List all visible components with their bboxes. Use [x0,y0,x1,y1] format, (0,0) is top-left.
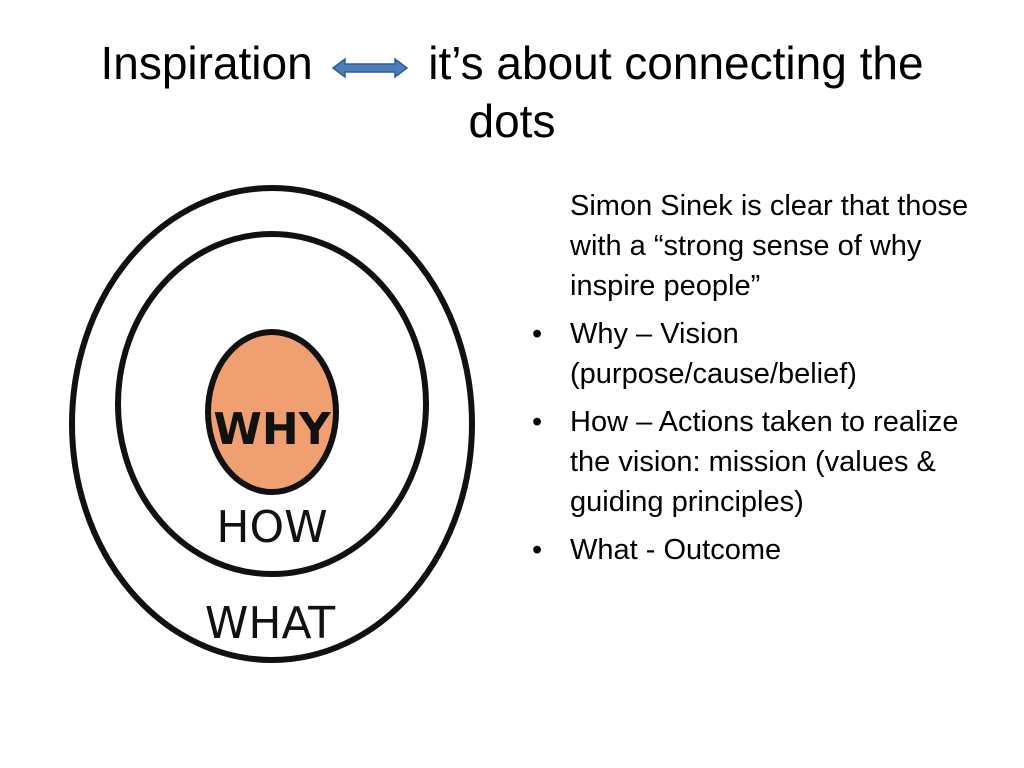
bullet-item-why: • Why – Vision (purpose/cause/belief) [530,314,980,394]
label-how: HOW [216,502,327,553]
bullet-list: • Why – Vision (purpose/cause/belief) • … [530,314,980,570]
bullet-text: What - Outcome [570,534,782,566]
bullet-item-what: • What - Outcome [530,530,980,570]
inner-circle-why [205,329,339,495]
bullet-text: How – Actions taken to realize the visio… [570,406,959,518]
middle-circle-how [115,231,429,577]
content-text: Simon Sinek is clear that those with a “… [530,186,980,578]
double-arrow-icon [325,52,415,82]
bullet-icon: • [532,318,543,350]
bullet-item-how: • How – Actions taken to realize the vis… [530,402,980,522]
bullet-icon: • [532,406,543,438]
golden-circle-diagram: WHY HOW WHAT [60,178,500,678]
bullet-icon: • [532,534,543,566]
title-part-inspiration: Inspiration [100,37,313,89]
slide-title: Inspiration it’s about connecting the do… [40,34,984,150]
title-part-dots: dots [468,95,556,147]
outer-circle-what [69,185,475,663]
label-why: WHY [213,404,331,455]
bullet-text: Why – Vision (purpose/cause/belief) [570,318,857,390]
intro-paragraph: Simon Sinek is clear that those with a “… [570,190,969,302]
title-part-connecting: it’s about connecting the [428,37,924,89]
label-what: WHAT [205,598,335,649]
